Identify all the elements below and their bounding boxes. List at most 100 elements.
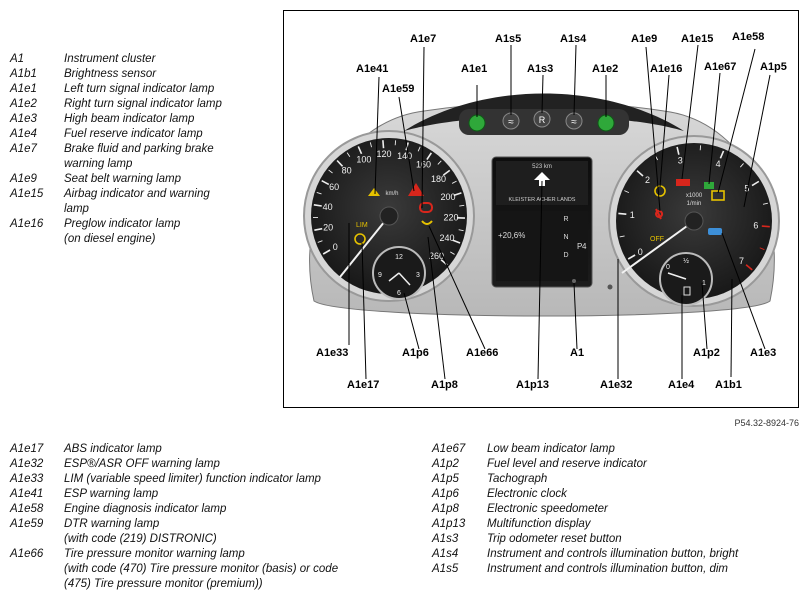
legend-description: Instrument and controls illumination but… [487, 562, 787, 577]
gauge-tick [442, 169, 451, 176]
callout-s5: A1s5 [495, 33, 521, 45]
fuel-tick-label: 0 [666, 264, 670, 271]
gauge-tick-label: 40 [323, 202, 333, 212]
legend-code: A1e15 [10, 188, 44, 200]
legend-code: A1e3 [10, 113, 37, 125]
gauge-tick-label: 120 [376, 149, 391, 159]
gauge-tick-label: 1 [630, 210, 635, 220]
display-percentage: +20,6% [498, 231, 525, 240]
legend-code: A1p13 [432, 518, 466, 530]
gauge-tick-label: 60 [329, 182, 339, 192]
legend-row: A1p13 Multifunction display [432, 517, 787, 532]
clock-tick-label: 12 [395, 254, 403, 261]
gauge-tick [624, 190, 630, 194]
gauge-tick [426, 152, 432, 160]
display-distance: 523 km [532, 164, 552, 170]
seat-belt-warning-icon [655, 208, 664, 220]
callout-e67: A1e67 [704, 61, 736, 73]
gauge-tick-label: 20 [323, 223, 333, 233]
gauge-tick-label: 2 [645, 175, 650, 185]
legend-description: Low beam indicator lamp [487, 442, 787, 457]
gauge-tick-label: 5 [744, 184, 749, 194]
gauge-tick [357, 146, 363, 155]
callout-b1: A1b1 [715, 379, 742, 391]
speedometer-hub [379, 206, 399, 226]
gauge-tick [636, 170, 644, 177]
callout-p13: A1p13 [516, 379, 549, 391]
gauge-tick-label: 80 [342, 166, 352, 176]
legend-code: A1s5 [432, 563, 459, 575]
gauge-tick [618, 212, 627, 216]
gauge-tick [417, 146, 421, 152]
legend-code: A1e1 [10, 83, 37, 95]
gauge-tick [739, 163, 744, 168]
gauge-tick [450, 251, 455, 255]
legend-description: Multifunction display [487, 517, 787, 532]
gauge-tick [328, 169, 333, 174]
gauge-tick-label: 0 [333, 242, 338, 252]
gauge-tick [452, 239, 461, 244]
fuel-reserve-icon [683, 286, 691, 296]
gauge-tick-label: 3 [678, 156, 683, 166]
callout-e16: A1e16 [650, 63, 682, 75]
lim-indicator-label: LIM [356, 222, 368, 229]
legend-description: Instrument cluster [64, 52, 274, 67]
gauge-tick [451, 180, 457, 184]
display-gear-d: D [563, 252, 568, 259]
legend-code: A1b1 [10, 68, 37, 80]
callout-p5: A1p5 [760, 61, 787, 73]
fuel-tick-label: ½ [683, 257, 689, 265]
legend-code: A1p6 [432, 488, 459, 500]
legend-description: Left turn signal indicator lamp [64, 82, 274, 97]
cluster-screw [572, 279, 576, 283]
gauge-tick-label: 200 [441, 192, 456, 202]
legend-description-line: ABS indicator lamp [64, 443, 162, 455]
trip-reset-button-label: R [539, 115, 546, 125]
gauge-tick-label: 180 [431, 174, 446, 184]
legend-description-line: Instrument and controls illumination but… [487, 563, 728, 575]
abs-indicator-icon [354, 233, 366, 245]
figure-reference: P54.32-8924-76 [734, 418, 799, 428]
legend-description-line: Left turn signal indicator lamp [64, 83, 215, 95]
legend-description: Tire pressure monitor warning lamp(with … [64, 547, 374, 592]
gauge-tick-label: 6 [753, 221, 758, 231]
gauge-tick [459, 204, 465, 207]
fuel-tick-label: 1 [702, 280, 706, 287]
legend-description-line: (475) Tire pressure monitor (premium)) [64, 578, 263, 590]
callout-e59: A1e59 [382, 83, 414, 95]
legend-row: A1e1 Left turn signal indicator lamp [10, 82, 274, 97]
callout-e33: A1e33 [316, 347, 348, 359]
navigation-arrow-icon [534, 172, 550, 186]
legend-description-line: Preglow indicator lamp [64, 218, 181, 230]
leader-lines [348, 44, 771, 380]
legend-description-line: Tachograph [487, 473, 548, 485]
clock-tick-label: 3 [416, 272, 420, 279]
gauge-tick-label: 220 [443, 213, 458, 223]
legend-description-line: (with code (219) DISTRONIC) [64, 533, 217, 545]
fuel-gauge-labels: 0 ½ 1 [666, 257, 706, 287]
callout-e66: A1e66 [466, 347, 498, 359]
legend-code: A1e4 [10, 128, 37, 140]
callout-p8: A1p8 [431, 379, 458, 391]
brightness-sensor [607, 284, 613, 290]
legend-description: Tachograph [487, 472, 787, 487]
gauge-tick-label: 100 [356, 154, 371, 164]
gauge-tick [458, 229, 464, 232]
clock-tick-label: 6 [397, 290, 401, 297]
legend-description: Brightness sensor [64, 67, 274, 82]
legend-description-line: Brake fluid and parking brake [64, 143, 214, 155]
legend-code: A1p8 [432, 503, 459, 515]
legend-description: LIM (variable speed limiter) function in… [64, 472, 374, 487]
